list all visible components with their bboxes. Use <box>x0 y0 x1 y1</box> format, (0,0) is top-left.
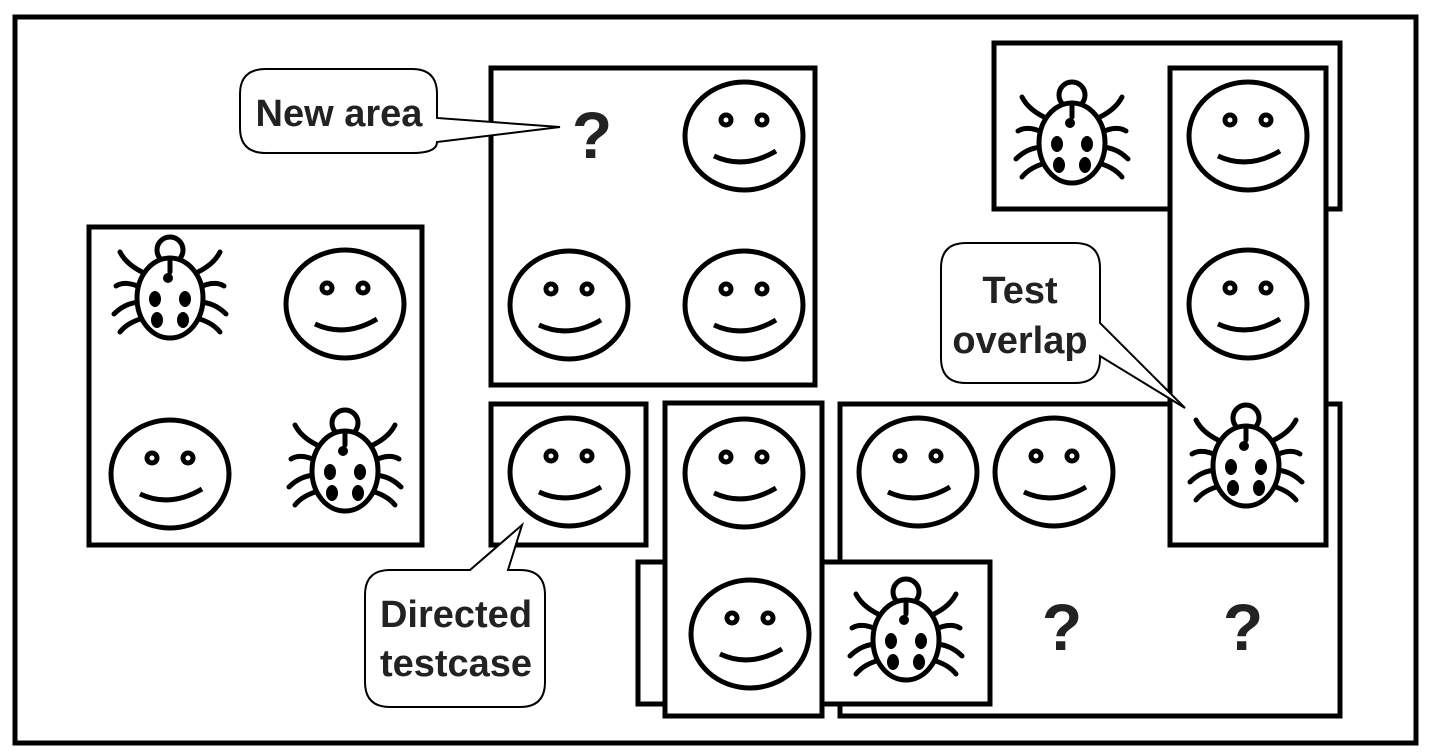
question-mark-icon: ? <box>1223 590 1263 664</box>
callout-new-area: New area <box>239 68 561 154</box>
question-mark-icon: ? <box>572 98 612 172</box>
coverage-region-tall-middle <box>662 400 825 719</box>
callout-test-overlap-line2: overlap <box>952 320 1087 362</box>
callout-test-overlap: Test overlap <box>940 242 1186 409</box>
question-mark-icon: ? <box>1042 590 1082 664</box>
coverage-region-new-area <box>488 65 818 388</box>
callout-test-overlap-line1: Test <box>982 270 1058 312</box>
coverage-region-directed <box>488 401 649 548</box>
callout-directed-testcase: Directed testcase <box>364 521 546 708</box>
callout-directed-testcase-line2: testcase <box>380 643 532 685</box>
callout-new-area-label: New area <box>256 93 424 135</box>
callout-directed-testcase-line1: Directed <box>380 594 532 636</box>
